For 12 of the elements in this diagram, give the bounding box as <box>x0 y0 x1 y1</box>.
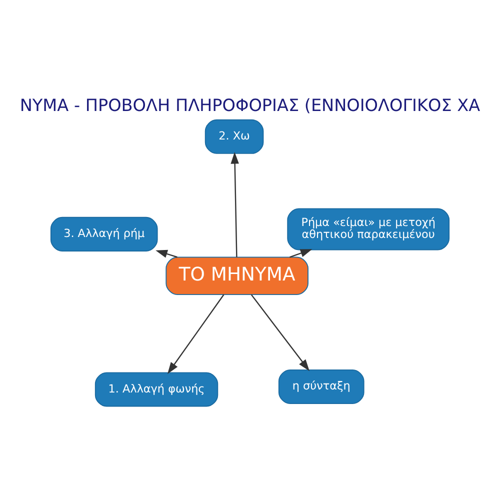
diagram-title: ΝΥΜΑ - ΠΡΟΒΟΛΗ ΠΛΗΡΟΦΟΡΙΑΣ (ΕΝΝΟΙΟΛΟΓΙΚΟΣ ΧΑ <box>20 94 480 115</box>
node-box: ΤΟ ΜΗΝΥΜΑ <box>166 256 308 296</box>
arrow <box>167 294 224 374</box>
node-box: Ρήμα «είμαι» με μετοχή αθητικού παρακειμένου <box>287 208 450 250</box>
arrow <box>230 152 239 258</box>
node-box: 1. Αλλαγή φωνής <box>94 372 218 407</box>
arrow <box>290 249 312 258</box>
node-box: 2. Χω <box>204 119 264 154</box>
arrow <box>156 250 178 258</box>
arrow <box>250 294 310 372</box>
node-box: 3. Αλλαγή ρήμ <box>50 216 158 252</box>
node-box: η σύνταξη <box>278 369 364 404</box>
